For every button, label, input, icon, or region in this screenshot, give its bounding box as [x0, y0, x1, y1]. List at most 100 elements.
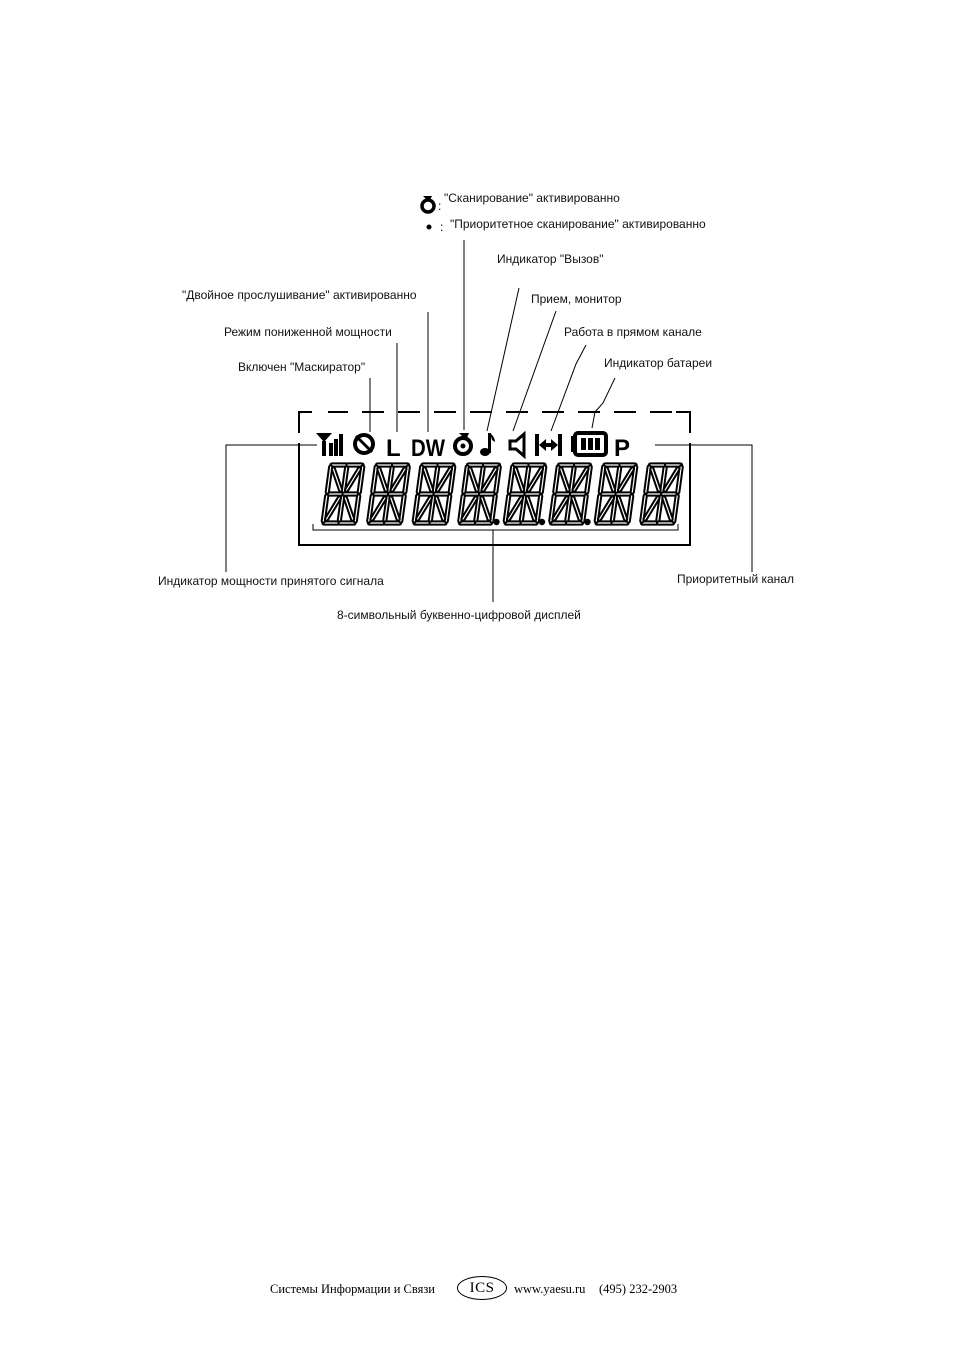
- lcd-segment: [657, 496, 662, 521]
- leader-lines: [225, 240, 753, 572]
- footer: Системы Информации и Связи ICS www.yaesu…: [0, 1276, 954, 1300]
- label-low-power: Режим пониженной мощности: [224, 325, 392, 339]
- scan-arrow-icon: [420, 196, 436, 214]
- lcd-segment: [462, 497, 477, 520]
- direct-arrow-icon: [535, 434, 562, 456]
- lcd-segment: [617, 497, 627, 520]
- lcd-segment: [663, 497, 672, 520]
- footer-phone: (495) 232-2903: [599, 1282, 678, 1296]
- lcd-segment: [582, 495, 587, 522]
- lcd-segment: [631, 466, 637, 493]
- low-power-symbol: L: [386, 435, 401, 462]
- lcd-segment: [482, 468, 497, 491]
- music-note-icon: [480, 433, 495, 456]
- lcd-segment: [560, 468, 569, 491]
- lcd-segment: [504, 495, 510, 522]
- lcd-segment: [346, 468, 360, 491]
- lcd-segment: [358, 466, 364, 493]
- lcd-segment: [391, 468, 406, 491]
- lcd-digit: [457, 462, 502, 526]
- lcd-segment: [475, 496, 480, 521]
- lcd-segment: [611, 496, 617, 521]
- lcd-segment: [524, 467, 530, 492]
- lcd-segment: [400, 495, 405, 522]
- label-scrambler: Включен "Маскиратор": [238, 360, 366, 374]
- lcd-segment: [566, 496, 571, 521]
- lcd-segment: [469, 468, 478, 491]
- lcd-segment: [673, 495, 678, 522]
- lcd-digit: [320, 462, 366, 526]
- lcd-segment: [404, 466, 409, 493]
- lcd-segment: [449, 466, 455, 493]
- lcd-digit: [411, 462, 457, 526]
- lcd-segment: [508, 497, 523, 520]
- lcd-segment: [390, 497, 399, 520]
- label-call: Индикатор "Вызов": [497, 252, 604, 266]
- lcd-segment: [664, 468, 679, 491]
- lcd-digit: [502, 462, 548, 526]
- lcd-segment: [645, 466, 650, 493]
- lcd-segment: [338, 496, 344, 521]
- signal-strength-icon: [316, 433, 343, 456]
- lcd-segment: [605, 468, 615, 491]
- label-direct: Работа в прямом канале: [564, 325, 702, 339]
- lcd-segment: [479, 467, 484, 492]
- lcd-segment: [540, 466, 546, 493]
- label-priority-scan: "Приоритетное сканирование" активированн…: [450, 217, 706, 231]
- lcd-segment: [572, 497, 581, 520]
- display-bracket: [312, 524, 679, 602]
- lcd-segment: [491, 495, 496, 522]
- label-rx-monitor: Прием, монитор: [531, 292, 622, 306]
- lcd-segment: [378, 468, 387, 491]
- dual-watch-symbol: DW: [411, 435, 445, 462]
- lcd-segment: [368, 495, 373, 522]
- lcd-segment: [495, 466, 500, 493]
- scan-icon: [453, 433, 473, 456]
- footer-org: Системы Информации и Связи: [270, 1282, 435, 1296]
- lcd-segment: [618, 468, 634, 491]
- label-signal: Индикатор мощности принятого сигнала: [158, 574, 384, 588]
- lcd-segment: [514, 468, 524, 491]
- lcd-segment: [595, 495, 601, 522]
- lcd-segment: [429, 496, 435, 521]
- lcd-segment: [550, 495, 555, 522]
- lcd-segment: [651, 468, 660, 491]
- lcd-segment: [332, 468, 342, 491]
- lcd-segment: [677, 466, 682, 493]
- lcd-segment: [586, 466, 591, 493]
- lcd-segment: [599, 466, 605, 493]
- dot-icon: [426, 224, 432, 230]
- lcd-digit: [548, 462, 593, 526]
- lcd-segment: [508, 466, 514, 493]
- lcd-segment: [570, 467, 575, 492]
- lcd-frame: [298, 411, 691, 546]
- lcd-segment: [644, 497, 659, 520]
- lcd-digit: [593, 462, 639, 526]
- lcd-segment: [417, 466, 423, 493]
- lcd-digit: [639, 462, 684, 526]
- lcd-segment: [413, 495, 419, 522]
- lcd-segment: [354, 495, 360, 522]
- label-scan: "Сканирование" активированно: [444, 191, 620, 205]
- lcd-segment: [437, 468, 451, 491]
- lcd-segment: [526, 497, 536, 520]
- lcd-decimal-point: [538, 518, 546, 526]
- lcd-segment: [445, 495, 451, 522]
- footer-url[interactable]: www.yaesu.ru: [514, 1282, 586, 1296]
- lcd-segment: [384, 496, 389, 521]
- lcd-decimal-point: [493, 518, 500, 526]
- label-dual-watch: "Двойное прослушивание" активированно: [182, 288, 417, 302]
- lcd-segment: [371, 497, 386, 520]
- lcd-segment: [423, 468, 433, 491]
- lcd-digit: [366, 462, 411, 526]
- lcd-segment: [388, 467, 393, 492]
- label-priority-channel: Приоритетный канал: [677, 572, 794, 586]
- lcd-segment: [417, 497, 431, 520]
- lcd-segment: [573, 468, 588, 491]
- lcd-segment: [326, 497, 340, 520]
- lcd-segment: [627, 495, 633, 522]
- label-alnum-display: 8-символьный буквенно-цифровой дисплей: [337, 608, 581, 622]
- alnum-display: [320, 462, 684, 526]
- lcd-segment: [433, 467, 439, 492]
